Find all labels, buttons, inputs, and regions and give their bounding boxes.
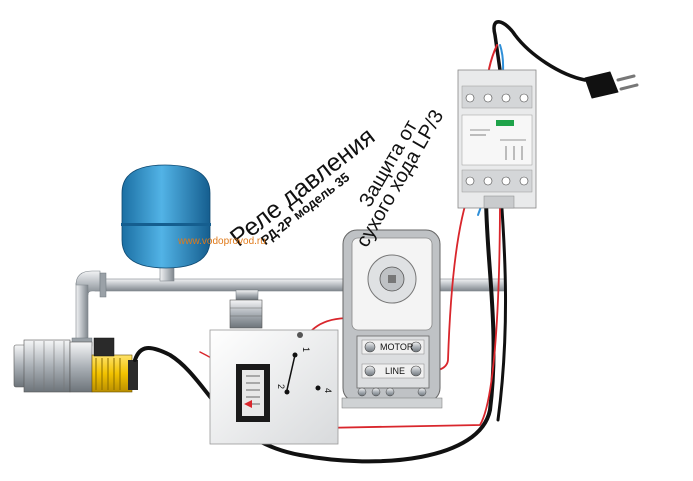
dry-run-protection [341, 229, 443, 409]
website-watermark: www.vodoprovod.ru [178, 236, 266, 247]
relay-contact-2-label: 2 [276, 384, 286, 389]
pressure-relay [209, 299, 339, 445]
circuit-breaker [457, 69, 537, 209]
relay-contact-1-label: 1 [301, 347, 311, 352]
line-terminal-label: LINE [385, 366, 405, 376]
relay-contact-4-label: 4 [323, 388, 333, 393]
expansion-tank [121, 164, 211, 269]
water-pump [13, 337, 138, 393]
motor-terminal-label: MOTOR [380, 342, 414, 352]
